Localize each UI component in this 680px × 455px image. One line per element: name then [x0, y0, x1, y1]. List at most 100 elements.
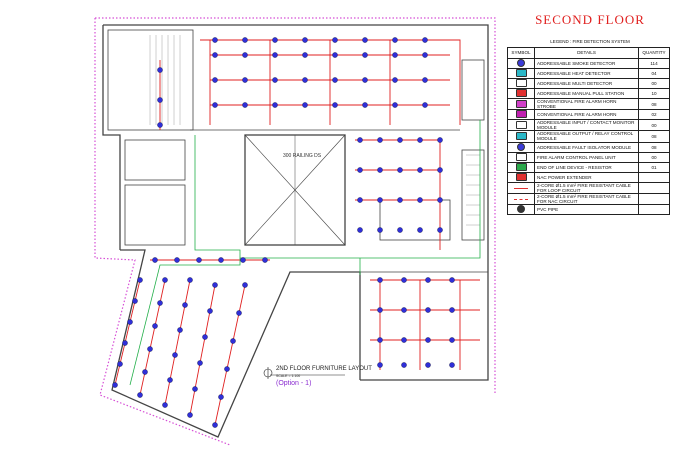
legend-symbol [507, 88, 535, 100]
legend-details: ADDRESSABLE INPUT / CONTACT MONITOR MODU… [534, 119, 639, 132]
smoke-detector-icon [357, 167, 363, 173]
legend-header-row: SYMBOL DETAILS QUANTITY [507, 47, 670, 59]
legend-quantity: 10 [638, 88, 670, 100]
smoke-detector-icon [392, 52, 398, 58]
alarm-horn-icon [515, 110, 527, 119]
legend-quantity: 02 [638, 109, 670, 121]
smoke-detector-icon [242, 52, 248, 58]
smoke-detector-icon [272, 52, 278, 58]
legend-row: ADDRESSABLE OUTPUT / RELAY CONTROL MODUL… [507, 130, 670, 143]
smoke-detector-icon [377, 337, 383, 343]
smoke-detector-icon [401, 337, 407, 343]
smoke-detector-icon [449, 337, 455, 343]
smoke-detector-icon [152, 323, 158, 329]
smoke-detector-icon [332, 102, 338, 108]
smoke-detector-icon [422, 77, 428, 83]
legend-details: CONVENTIONAL FIRE ALARM HORN STROBE [534, 98, 639, 111]
legend-caption: LEGEND : FIRE DETECTION SYSTEM [550, 39, 630, 44]
smoke-detector-icon [242, 282, 248, 288]
smoke-detector-icon [212, 52, 218, 58]
smoke-detector-icon [157, 122, 163, 128]
legend-details: NAC POWER EXTENDER [534, 171, 639, 183]
legend-row: ADDRESSABLE INPUT / CONTACT MONITOR MODU… [507, 119, 670, 132]
smoke-detector-icon [377, 137, 383, 143]
smoke-detector-icon [202, 334, 208, 340]
smoke-detector-icon [242, 37, 248, 43]
smoke-detector-icon [449, 307, 455, 313]
smoke-detector-icon [242, 77, 248, 83]
smoke-detector-icon [425, 277, 431, 283]
railing-label: 300 RAILING DS [283, 153, 322, 159]
smoke-detector-icon [437, 167, 443, 173]
manual-pull-station-icon [515, 89, 527, 98]
multi-detector-icon [515, 79, 527, 88]
smoke-detector-icon [362, 37, 368, 43]
smoke-detector-icon [212, 37, 218, 43]
smoke-detector-icon [357, 137, 363, 143]
smoke-detector-icon [422, 52, 428, 58]
smoke-detector-icon [302, 52, 308, 58]
smoke-detector-icon [377, 362, 383, 368]
smoke-detector-icon [401, 277, 407, 283]
smoke-detector-icon [425, 307, 431, 313]
smoke-detector-icon [272, 77, 278, 83]
smoke-detector-icon [122, 340, 128, 346]
smoke-detector-icon [357, 197, 363, 203]
smoke-detector-icon [142, 369, 148, 375]
smoke-detector-icon [212, 102, 218, 108]
smoke-detector-icon [332, 52, 338, 58]
legend-header-quantity: QUANTITY [638, 47, 670, 59]
legend-details: ADDRESSABLE OUTPUT / RELAY CONTROL MODUL… [534, 130, 639, 143]
smoke-detector-icon [187, 412, 193, 418]
option-label: (Option - 1) [276, 380, 312, 387]
legend-symbol [507, 78, 535, 90]
smoke-detector-icon [192, 386, 198, 392]
smoke-detector-icon [362, 102, 368, 108]
smoke-detector-icon [377, 307, 383, 313]
smoke-detector-icon [152, 257, 158, 263]
smoke-detector-icon [196, 257, 202, 263]
legend-symbol [507, 203, 535, 215]
smoke-detector-icon [377, 227, 383, 233]
smoke-detector-icon [449, 362, 455, 368]
smoke-detector-icon [332, 77, 338, 83]
smoke-detector-icon [236, 310, 242, 316]
legend-quantity: 00 [638, 119, 670, 132]
smoke-detector-icon [401, 362, 407, 368]
smoke-detector-icon [212, 422, 218, 428]
nac-cable [129, 120, 481, 386]
pvc-pipe-icon [517, 204, 525, 213]
smoke-detector-icon [362, 52, 368, 58]
legend-symbol [507, 161, 535, 173]
output-module-icon [515, 131, 527, 140]
smoke-detector-icon [137, 392, 143, 398]
legend-quantity: 114 [638, 57, 670, 70]
smoke-detector-icon [207, 308, 213, 314]
smoke-detector-icon [162, 402, 168, 408]
smoke-detector-icon [377, 197, 383, 203]
legend-quantity [638, 181, 670, 194]
smoke-detector-icon [377, 167, 383, 173]
smoke-detector-icon [212, 77, 218, 83]
smoke-detector-icon [397, 137, 403, 143]
legend-quantity [638, 203, 670, 215]
legend-details: ADDRESSABLE MANUAL PULL STATION [534, 88, 639, 100]
legend-row: NAC POWER EXTENDER [507, 171, 670, 183]
smoke-detector-icon [174, 257, 180, 263]
legend-header-symbol: SYMBOL [507, 47, 535, 59]
smoke-detector-icon [425, 362, 431, 368]
legend-row: 2-CORE Ø1.5 mm² FIRE RESISTANT CABLE FOR… [507, 192, 670, 205]
legend-details: 2-CORE Ø1.5 mm² FIRE RESISTANT CABLE FOR… [534, 181, 639, 194]
smoke-detector-icon [422, 37, 428, 43]
smoke-detector-icon [147, 346, 153, 352]
legend-header-details: DETAILS [534, 47, 639, 59]
smoke-detector-icon [302, 37, 308, 43]
smoke-detector-icon [224, 366, 230, 372]
loop-cable [114, 39, 480, 426]
smoke-detector-icon [112, 382, 118, 388]
legend-quantity: 08 [638, 141, 670, 153]
